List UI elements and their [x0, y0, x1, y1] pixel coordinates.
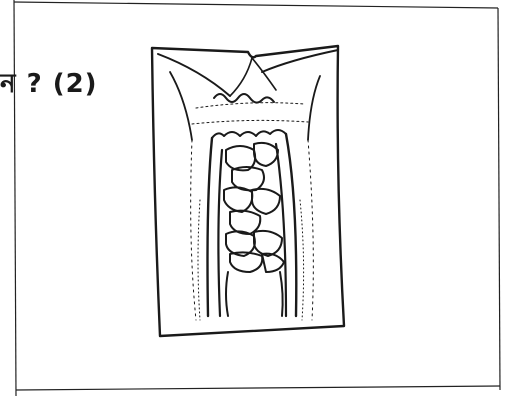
cell-10: [262, 254, 284, 272]
top-curve: [158, 54, 230, 96]
left-tube-inner: [218, 150, 222, 316]
right-tube-inner: [276, 144, 286, 316]
cell-5: [252, 189, 280, 214]
right-tube-outer: [286, 134, 296, 316]
cell-6: [230, 211, 260, 234]
left-tube-outer: [208, 138, 213, 316]
cell-2: [254, 143, 278, 166]
cell-8: [254, 231, 282, 256]
